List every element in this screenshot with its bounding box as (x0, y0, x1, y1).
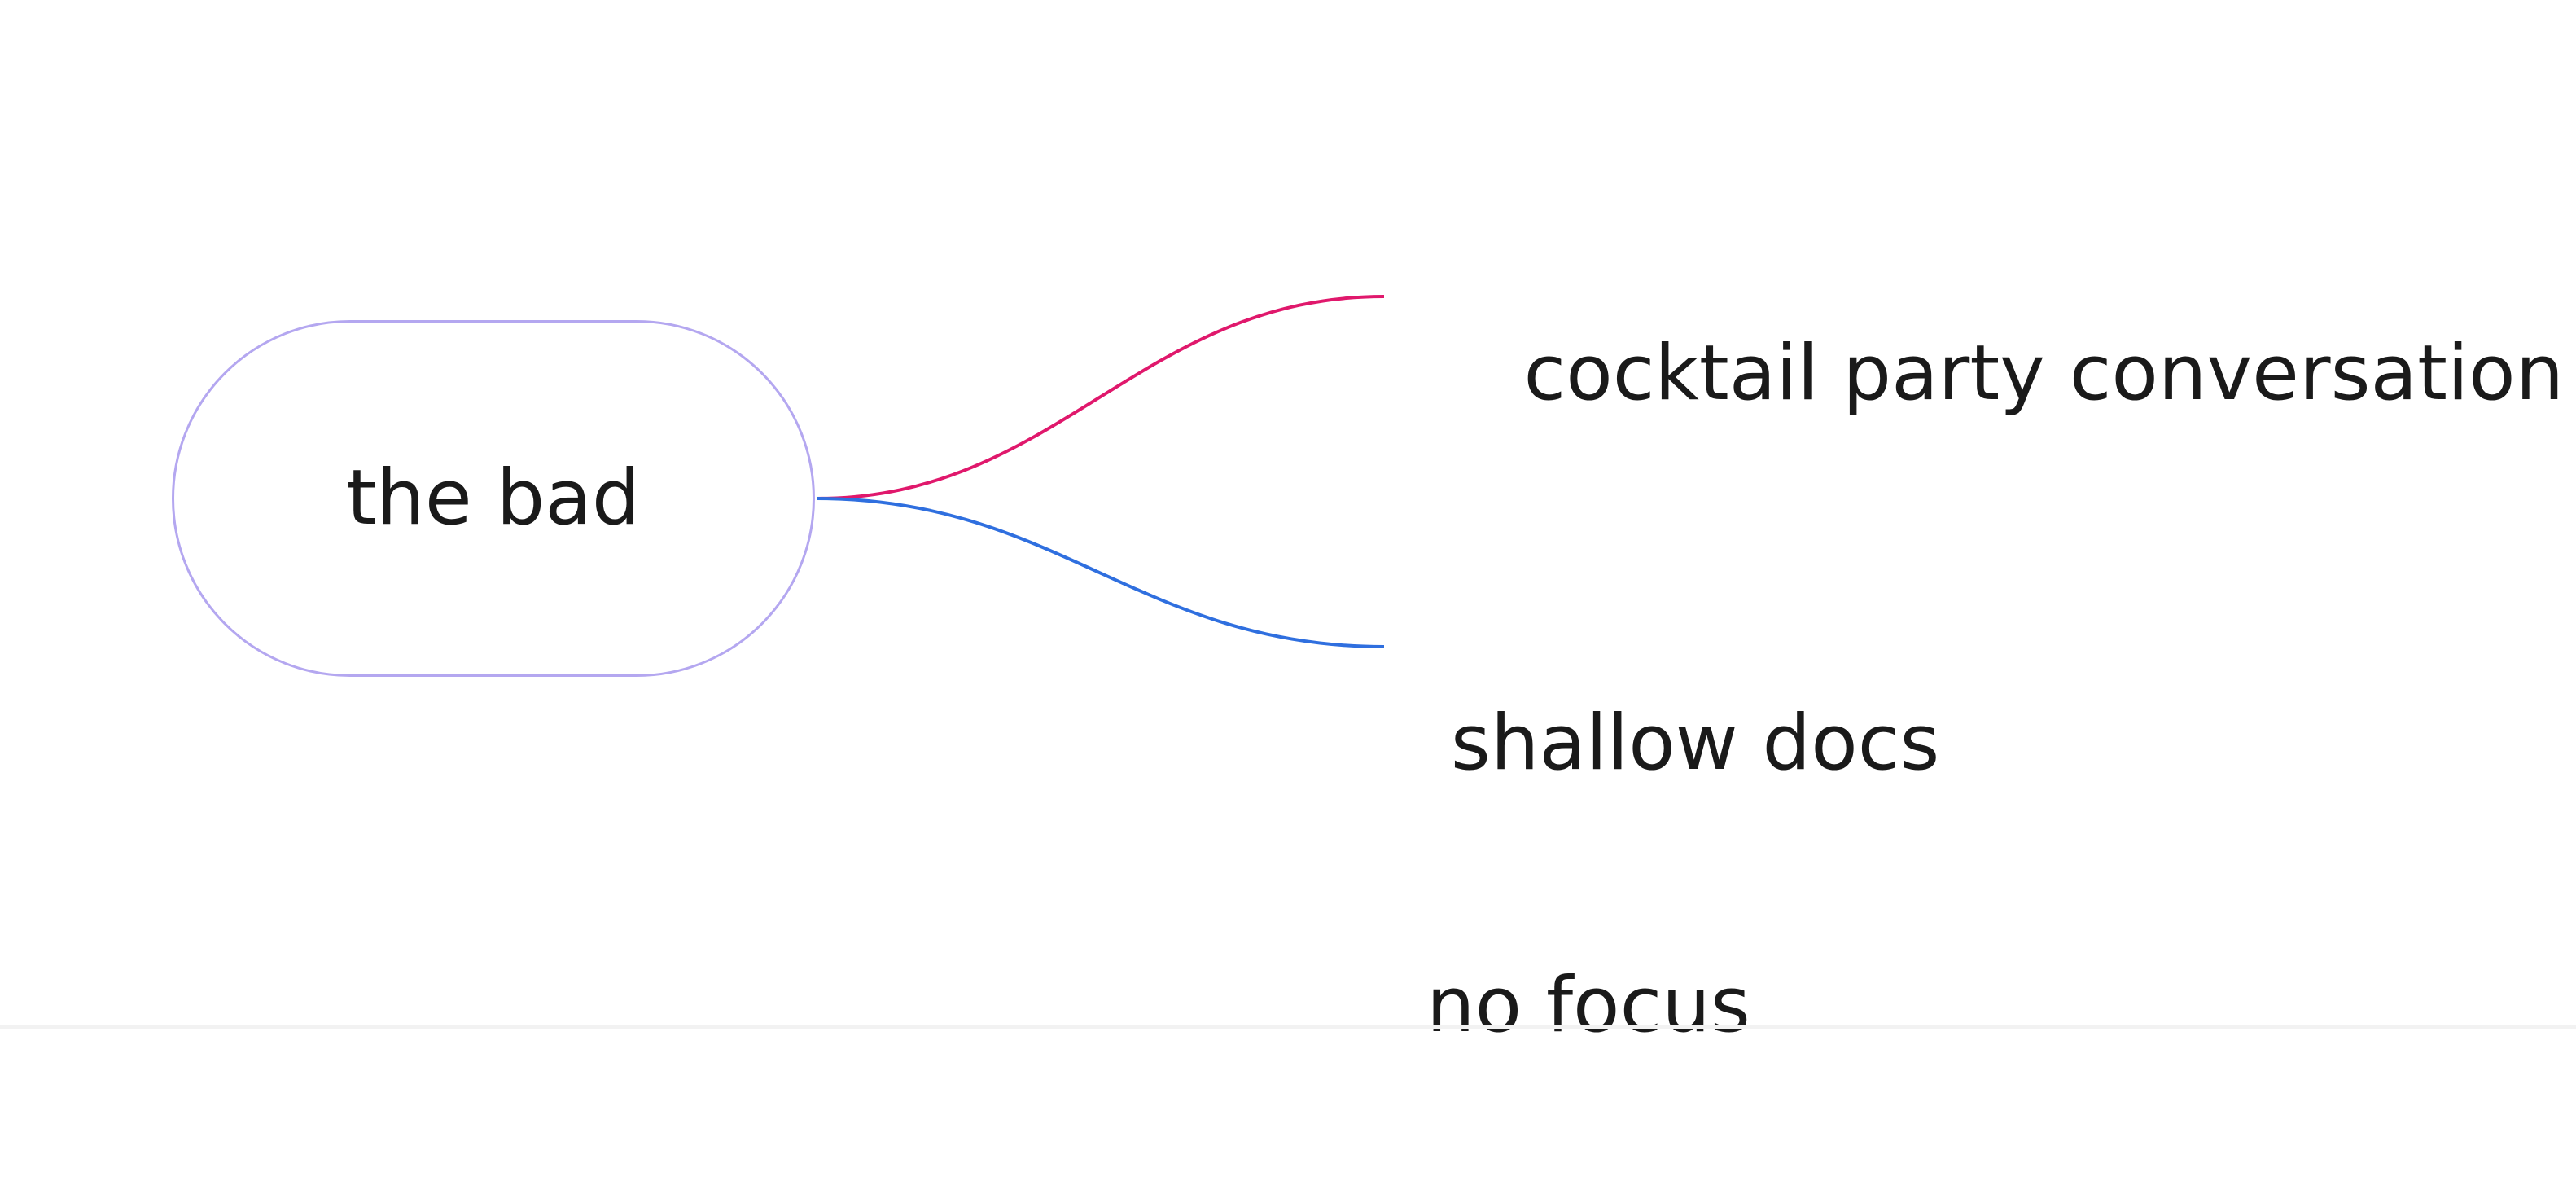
root-node[interactable]: the bad (172, 320, 815, 677)
canvas-bottom-edge (0, 1025, 2576, 1029)
branch-node-label-line-2: no focus (1426, 961, 1750, 1050)
branch-node-cocktail-party[interactable]: cocktail party conversation (1426, 259, 2565, 489)
branch-node-label: cocktail party conversation (1523, 329, 2565, 418)
branch-connector-cocktail-party (816, 295, 1385, 500)
branch-connector-shallow-docs (816, 497, 1385, 648)
mindmap-edges (816, 295, 1385, 648)
root-node-label: the bad (346, 454, 641, 542)
branch-node-label-line-1: shallow docs (1426, 699, 1940, 788)
branch-node-shallow-docs[interactable]: shallow docs no focus (1426, 552, 1939, 1197)
mindmap-canvas: the bad cocktail party conversation shal… (0, 259, 2576, 1044)
